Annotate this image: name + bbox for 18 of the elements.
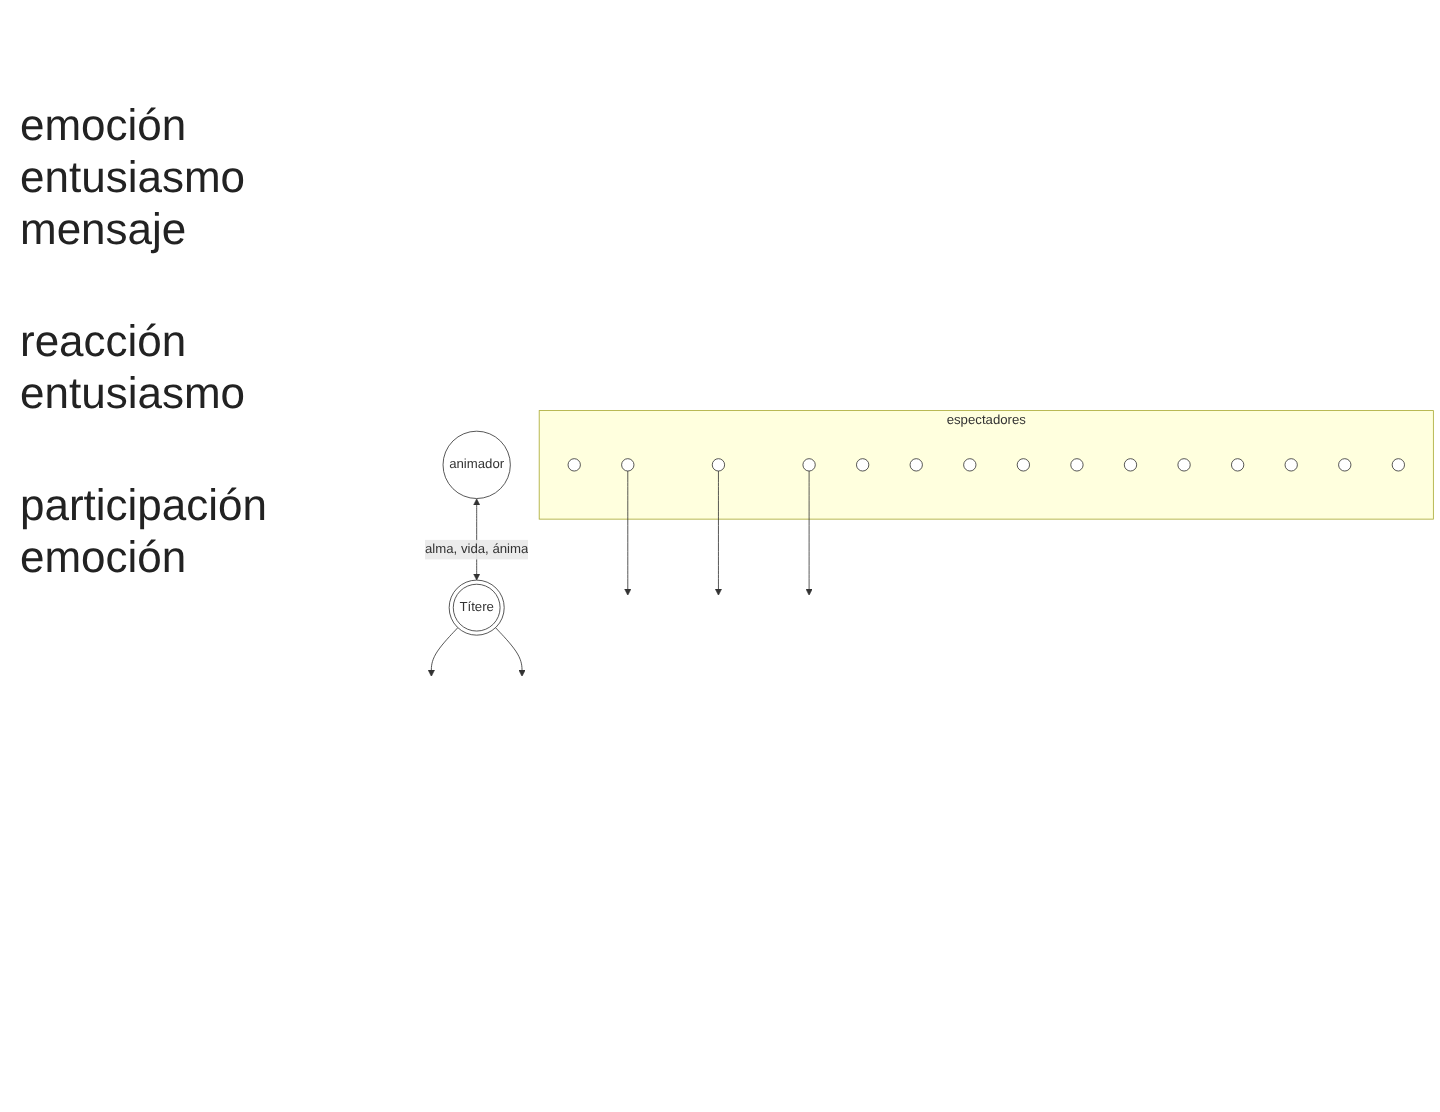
annotation-text: emoción entusiasmo mensaje — [20, 100, 248, 256]
node-circle — [1123, 458, 1138, 472]
node-circle — [1070, 458, 1084, 472]
node-circle — [856, 458, 870, 472]
node-circle — [567, 458, 581, 472]
annotation-text: participación emoción — [20, 480, 270, 584]
node-circle — [909, 458, 923, 472]
node-circle — [1016, 458, 1030, 472]
node-circle — [963, 458, 977, 472]
node-circle — [1284, 458, 1298, 472]
node-circle — [621, 458, 635, 472]
annotation-text: reacción entusiasmo — [20, 316, 248, 420]
node-circle — [802, 458, 816, 472]
node-circle — [1338, 458, 1352, 472]
node-circle — [1177, 458, 1191, 472]
node-circle — [1391, 458, 1405, 472]
node-circle — [1231, 458, 1245, 472]
node-circle — [711, 458, 726, 472]
